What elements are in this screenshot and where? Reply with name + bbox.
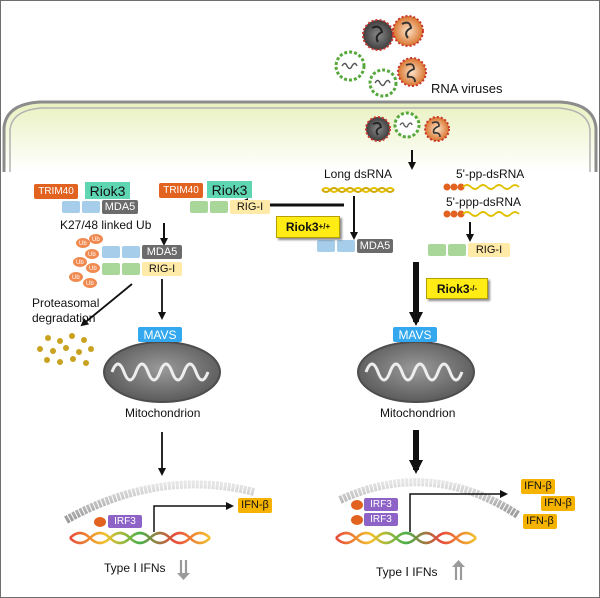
nuclear-membrane-left (64, 480, 255, 524)
ifn-beta-box-right-2: IFN-β (541, 496, 575, 511)
irf3-box-right-bottom: IRF3 (364, 513, 398, 526)
nuclear-membrane-right (338, 478, 521, 519)
mitochondrion-label-left: Mitochondrion (125, 406, 201, 420)
ub-label: Ub (86, 281, 94, 287)
virus-dark-icon (365, 116, 391, 142)
dna-left-icon (69, 531, 211, 545)
dna-right-icon (335, 531, 477, 545)
ifn-beta-box-right-1: IFN-β (521, 479, 555, 494)
type-i-ifns-right-label: Type Ⅰ IFNs (376, 565, 438, 579)
long-dsrna-label: Long dsRNA (324, 167, 393, 181)
plasma-membrane (2, 100, 598, 172)
mitochondrion-label-right: Mitochondrion (380, 406, 456, 420)
long-dsrna-icon (321, 187, 395, 193)
virus-cluster-inside (365, 111, 450, 142)
card-domain-icon (102, 246, 120, 258)
ub-label: Ub (79, 241, 87, 247)
card-domain-icon (337, 240, 355, 252)
riok3-ko-text: Riok3 (436, 281, 470, 296)
mda5-box-ub: MDA5 (142, 245, 182, 259)
ppp-dsrna-label: 5'-ppp-dsRNA (446, 195, 521, 209)
trim40-box-left: TRIM40 (34, 184, 78, 199)
card-domain-icon (428, 244, 446, 256)
ub-label: Ub (88, 252, 96, 258)
rig-i-box-left: RIG-I (230, 200, 270, 214)
rig-i-box-right: RIG-I (468, 243, 510, 257)
card-domain-icon (317, 240, 335, 252)
ub-label: Ub (72, 275, 80, 281)
ifn-beta-box-right-3: IFN-β (523, 514, 557, 529)
riok3-wt-text: Riok3 (285, 220, 319, 234)
riok3-wt-badge: Riok3+/+ (276, 216, 340, 238)
irf3-box-left: IRF3 (108, 515, 142, 528)
virus-orange-icon (392, 15, 424, 47)
phosphate-icon (351, 515, 363, 525)
mavs-box-left: MAVS (138, 327, 182, 342)
ifn-increase-icon (452, 560, 465, 580)
mda5-box-left: MDA5 (102, 200, 138, 214)
pp-dsrna-icon (443, 183, 520, 191)
phosphate-icon (351, 500, 363, 510)
degradation-arrow (80, 283, 133, 327)
irf3-box-right-top: IRF3 (364, 498, 398, 511)
virus-cluster-outside (334, 15, 427, 98)
riok3-ko-badge: Riok3-/- (426, 278, 488, 299)
mitochondrion-right-icon (357, 341, 475, 403)
pp-dsrna-label: 5'-pp-dsRNA (456, 167, 525, 181)
virus-green-icon (393, 111, 421, 139)
ubiquitin-chain-icon: Ub Ub Ub Ub Ub Ub Ub (69, 234, 103, 288)
proteasomal-label: Proteasomal (32, 296, 100, 310)
card-domain-icon (102, 263, 120, 275)
card-domain-icon (122, 246, 140, 258)
card-domain-icon (448, 244, 466, 256)
degraded-fragments-icon (37, 333, 94, 366)
card-domain-icon (210, 201, 228, 213)
rig-i-box-ub: RIG-I (142, 262, 182, 276)
card-domain-icon (82, 201, 100, 213)
virus-orange-icon (424, 116, 450, 142)
type-i-ifns-left-label: Type Ⅰ IFNs (104, 561, 166, 575)
ub-label: Ub (89, 266, 97, 272)
riok3-wt-sup: +/+ (318, 222, 331, 231)
transcription-arrow-right (409, 490, 508, 532)
degradation-label: degradation (32, 311, 96, 325)
ifn-decrease-icon (177, 560, 190, 580)
virus-orange-icon (397, 57, 427, 87)
phosphate-icon (94, 517, 106, 527)
virus-green-icon (334, 50, 366, 82)
virus-dark-icon (362, 19, 394, 51)
ppp-dsrna-icon (443, 210, 520, 218)
riok3-box-left: Riok3 (85, 182, 130, 199)
riok3-ko-sup: -/- (469, 283, 478, 293)
transcription-arrow-left (153, 502, 234, 532)
card-domain-icon (190, 201, 208, 213)
ub-label: Ub (76, 260, 84, 266)
mavs-box-right: MAVS (393, 327, 437, 342)
mda5-box-middle: MDA5 (357, 239, 393, 253)
card-domain-icon (62, 201, 80, 213)
trim40-box-right: TRIM40 (159, 183, 203, 198)
ifn-beta-box-left: IFN-β (238, 498, 272, 513)
rna-viruses-label: RNA viruses (431, 81, 503, 96)
card-domain-icon (122, 263, 140, 275)
riok3-box-right: Riok3 (207, 181, 252, 198)
k27-48-ub-label: K27/48 linked Ub (60, 218, 152, 232)
ub-label: Ub (92, 237, 100, 243)
virus-green-icon (368, 68, 398, 98)
mitochondrion-left-icon (103, 341, 221, 403)
